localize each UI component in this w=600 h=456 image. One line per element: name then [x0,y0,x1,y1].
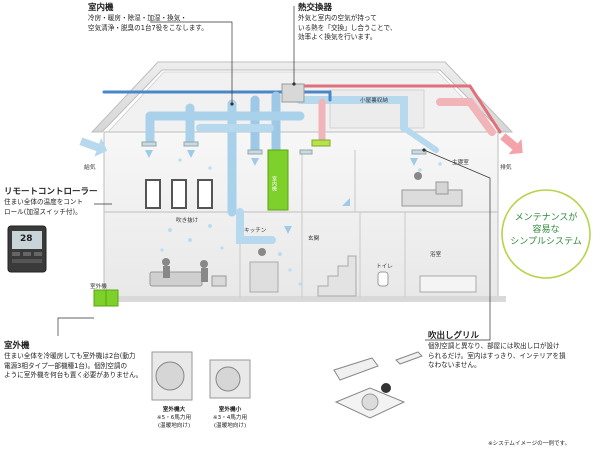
exhaust-arrow [500,133,523,155]
outdoor-unit-small [93,289,107,307]
supply-label: 給気 [84,165,96,171]
room-toilet: トイレ [376,264,393,270]
indoor-unit-label: 室内機 [271,176,277,191]
grille-linear [395,351,423,365]
outdoor-unit-desc-2: 電源3相タイプ一部機種1台)。個別空調の [4,361,128,370]
footnote: ※システムイメージの一例です。 [488,441,571,447]
outdoor-unit-desc-1: 住まい全体を冷暖房しても室外機は2台(動力 [4,352,136,361]
window [197,179,213,209]
supply-ducts [102,90,439,244]
remote-display-value: 28 [20,234,33,244]
heat-exchanger-desc-2: いる熱を「交換」し合うことで、 [298,23,397,32]
heat-exchanger-desc-1: 外気と室内の空気が持って [298,14,377,23]
outdoor-unit-desc-3: ように室外機を何台も置く必要がありません。 [4,371,143,380]
outdoor-unit-small-label: 室外機 [90,284,107,290]
outdoor-large-line3: (温暖地向け) [157,423,191,430]
outdoor-small-line1: 室外機小 [218,407,242,413]
exhaust-label: 排気 [500,165,512,171]
leader-lines [57,6,491,341]
room-attic: 小屋裏収納 [360,98,388,104]
stairs [317,255,357,297]
grille-title: 吹出しグリル [428,331,480,341]
maintenance-line1: メンテナンスが [514,213,578,223]
outdoor-large-line1: 室外機大 [162,407,186,413]
room-master-bedroom: 主寝室 [452,160,469,166]
grille-desc-1: 個別空調と異なり、部屋には吹出し口が設け [428,342,560,351]
indoor-unit-desc-1: 冷房・暖房・除湿・加湿・換気・ [88,14,187,23]
outdoor-unit-title: 室外機 [4,341,30,351]
air-particles [160,158,442,286]
diffusers [141,141,427,155]
indoor-unit-box [267,149,289,211]
outdoor-large-line2: ※5・6馬力用 [156,415,192,422]
outdoor-small-line3: (温暖地向け) [213,423,247,430]
room-bath: 浴室 [430,252,442,258]
outdoor-small-caption: 室外機小 ※3・4馬力用 (温暖地向け) [208,406,252,430]
supply-arrow [79,137,108,157]
window [145,179,161,209]
ground [96,296,506,302]
room-atrium: 吹き抜け [176,218,199,224]
room-entrance: 玄関 [308,236,320,242]
maintenance-circle [501,189,591,279]
bed [401,189,463,207]
grille-slot [333,357,379,381]
maintenance-text: メンテナンスが 容易な シンプルシステム [502,212,590,248]
outdoor-small-line2: ※3・4馬力用 [212,415,248,422]
grille-desc-2: られるだけ。室内はすっきり、インテリアを損 [428,351,566,360]
remote-title: リモートコントローラー [4,187,98,197]
exhaust-ducts [298,84,502,144]
heat-exchanger-box [281,83,305,103]
outdoor-large-caption: 室外機大 ※5・6馬力用 (温暖地向け) [152,406,196,430]
remote-desc-1: 住まい全体の温度をコント [4,198,84,207]
window [171,179,187,209]
maintenance-line2: 容易な [532,225,560,236]
indoor-unit-title: 室内機 [88,3,114,13]
roof [90,61,514,133]
room-kitchen: キッチン [244,228,267,234]
remote-desc-2: ロール(加湿スイッチ付)。 [4,207,82,216]
airflow-arrows [145,150,418,234]
heat-exchanger-desc-3: 効率よく換気を行います。 [298,33,377,42]
sofa [149,271,203,287]
grille-desc-3: なわないません。 [428,361,481,370]
heat-exchanger-title: 熱交換器 [298,3,333,13]
maintenance-line3: シンプルシステム [510,237,582,248]
indoor-unit-desc-2: 空気清浄・脱臭の1台7役をこなします。 [88,23,208,32]
